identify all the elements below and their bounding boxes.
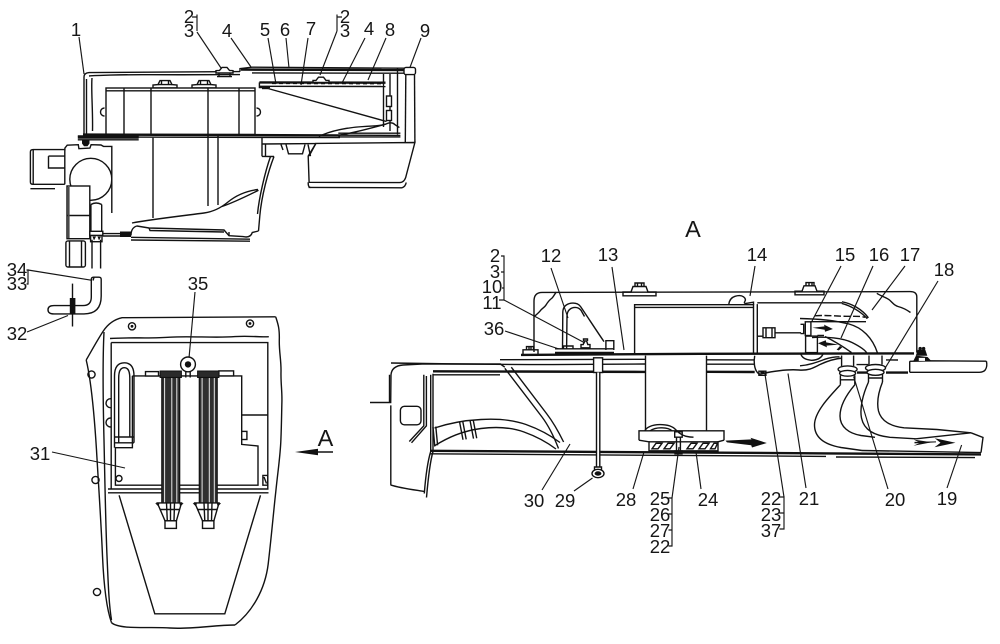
svg-text:28: 28 — [616, 489, 637, 510]
svg-text:26: 26 — [650, 504, 671, 525]
svg-text:18: 18 — [934, 259, 955, 280]
svg-text:2: 2 — [490, 245, 500, 266]
svg-text:13: 13 — [598, 244, 619, 265]
svg-text:17: 17 — [900, 244, 921, 265]
svg-text:11: 11 — [482, 292, 501, 313]
svg-text:22: 22 — [761, 488, 782, 509]
svg-text:9: 9 — [420, 20, 430, 41]
svg-text:2: 2 — [340, 6, 350, 27]
svg-text:1: 1 — [71, 19, 81, 40]
svg-text:31: 31 — [30, 443, 51, 464]
svg-text:14: 14 — [747, 244, 768, 265]
svg-text:36: 36 — [484, 318, 505, 339]
svg-text:10: 10 — [482, 276, 503, 297]
svg-text:3: 3 — [340, 20, 350, 41]
svg-text:20: 20 — [885, 489, 906, 510]
svg-text:34: 34 — [7, 259, 28, 280]
svg-text:3: 3 — [184, 20, 194, 41]
svg-text:25: 25 — [650, 488, 671, 509]
svg-text:2: 2 — [184, 6, 194, 27]
svg-text:A: A — [685, 216, 701, 242]
svg-text:22: 22 — [650, 536, 671, 557]
svg-text:7: 7 — [306, 18, 316, 39]
svg-text:6: 6 — [280, 19, 290, 40]
svg-text:15: 15 — [835, 244, 856, 265]
svg-text:12: 12 — [541, 245, 562, 266]
svg-text:27: 27 — [650, 520, 671, 541]
svg-text:8: 8 — [385, 19, 395, 40]
svg-text:5: 5 — [260, 19, 270, 40]
svg-text:3: 3 — [490, 261, 500, 282]
svg-text:16: 16 — [869, 244, 890, 265]
svg-text:24: 24 — [698, 489, 719, 510]
svg-text:35: 35 — [188, 273, 209, 294]
svg-text:32: 32 — [7, 323, 28, 344]
svg-text:33: 33 — [7, 273, 28, 294]
svg-text:19: 19 — [937, 488, 958, 509]
svg-text:4: 4 — [364, 18, 374, 39]
svg-text:A: A — [318, 425, 334, 451]
svg-text:30: 30 — [524, 490, 545, 511]
svg-text:4: 4 — [222, 20, 232, 41]
svg-text:29: 29 — [555, 490, 576, 511]
svg-text:23: 23 — [761, 504, 782, 525]
svg-text:37: 37 — [761, 520, 782, 541]
svg-text:21: 21 — [799, 488, 820, 509]
